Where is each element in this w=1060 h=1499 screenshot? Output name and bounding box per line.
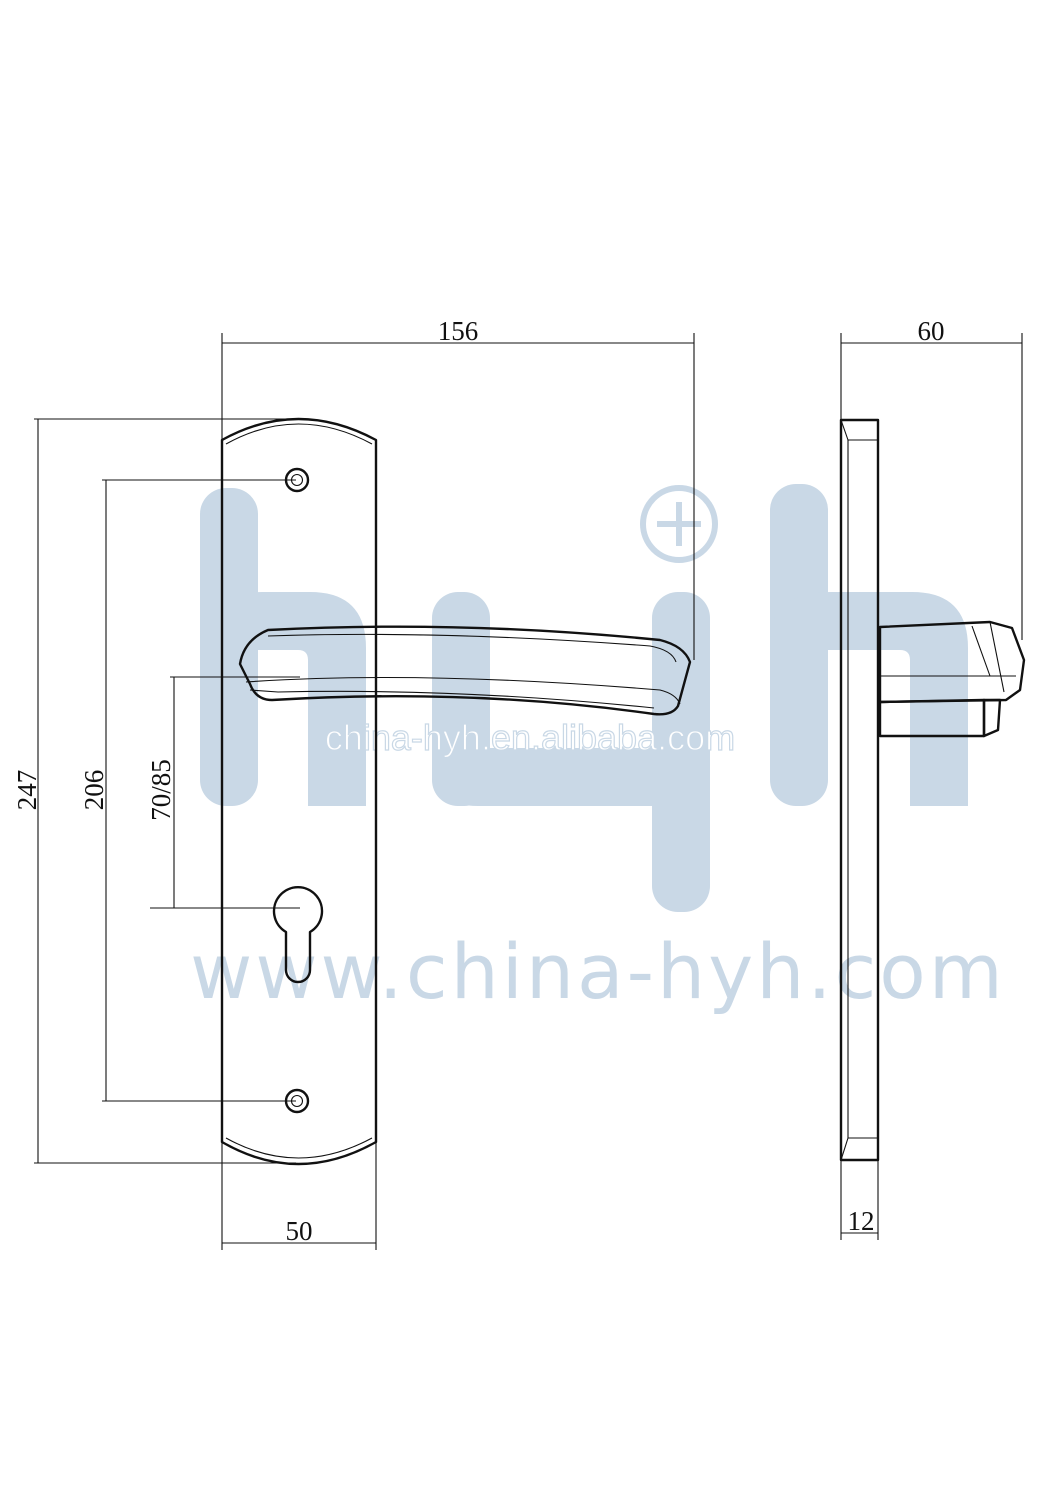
front-view: 156 247 206 70/85 50: [12, 316, 695, 1250]
watermark: china-hyh.en.alibaba.com www.china-hyh.c…: [190, 484, 1006, 1016]
side-plate: [839, 418, 880, 1162]
keyhole: [272, 886, 324, 984]
dim-plate-length: 247: [12, 418, 296, 1164]
dim-plate-thickness: 12: [840, 1160, 879, 1240]
dim-screw-spacing: 206: [79, 479, 296, 1102]
dim-overall-width: 156: [221, 316, 695, 660]
lever-handle: [238, 625, 692, 716]
registered-plus-icon: [640, 485, 718, 563]
watermark-letter-h-right: [770, 484, 968, 806]
dim-backset: 70/85: [146, 676, 300, 909]
side-lever: [878, 620, 1026, 738]
dim-overall-width-label: 156: [438, 316, 479, 346]
dim-plate-length-label: 247: [12, 770, 42, 811]
side-view: 60 12: [839, 316, 1026, 1240]
dim-projection-label: 60: [918, 316, 945, 346]
dim-backset-label: 70/85: [146, 759, 176, 821]
watermark-url-large: www.china-hyh.com: [190, 927, 1006, 1016]
dim-plate-width-label: 50: [286, 1216, 313, 1246]
watermark-letter-y: [432, 592, 710, 912]
watermark-url-small: china-hyh.en.alibaba.com: [325, 717, 735, 758]
back-plate-edge: [225, 423, 373, 1159]
watermark-letter-h-left: [200, 488, 366, 806]
dim-projection: 60: [840, 316, 1023, 640]
dim-plate-width: 50: [221, 1142, 377, 1250]
dim-plate-thickness-label: 12: [848, 1206, 875, 1236]
dim-screw-spacing-label: 206: [79, 770, 109, 811]
